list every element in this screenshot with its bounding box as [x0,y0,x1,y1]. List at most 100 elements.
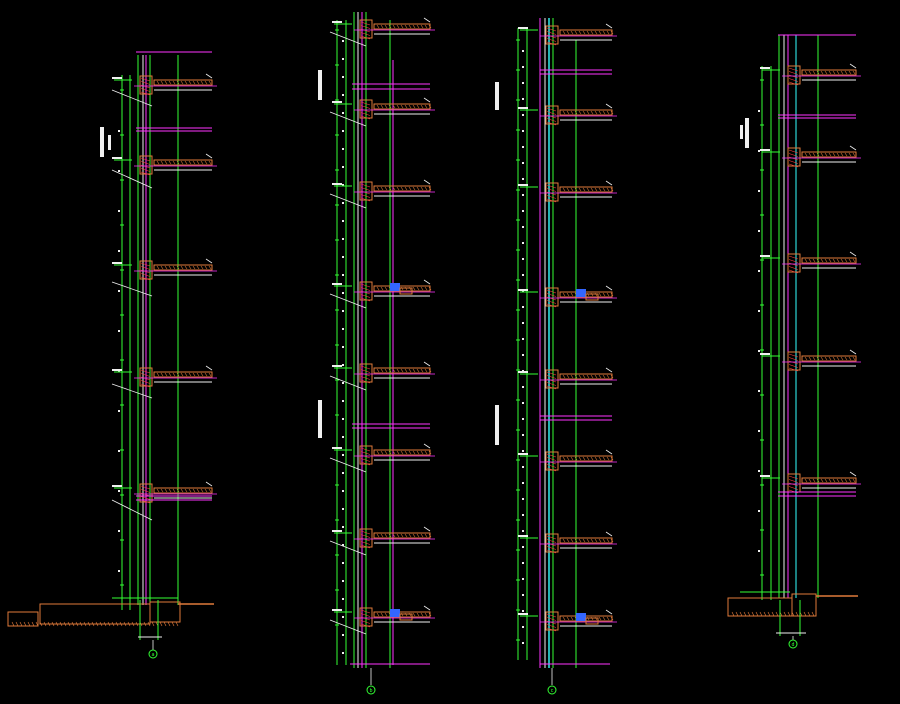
slab-hatch [586,456,590,461]
slab-hatch [804,478,808,483]
slab-hatch [404,368,408,373]
slab-hatch [404,450,408,455]
footing-hatch [803,611,807,617]
beam-hatch [788,67,799,72]
axis-label: b [369,688,372,694]
slab-hatch [404,104,408,109]
slab-hatch [416,612,420,617]
beam-hatch [546,464,557,468]
dimension-mark [522,354,524,356]
floor-slab [760,251,861,274]
floor-slab [112,153,217,176]
beam-hatch [788,71,799,75]
footing-hatch [131,621,135,627]
dimension-mark [118,250,120,252]
level-tag [760,353,770,355]
slab-hatch [848,258,852,263]
floor-slab [760,471,861,494]
slab-hatch [396,533,400,538]
slab-hatch [852,356,856,361]
dimension-mark [522,578,524,580]
beam-outline [545,451,559,471]
slab-hatch [180,160,184,165]
window-frame [576,289,586,297]
beam-hatch [788,262,799,267]
slab-hatch [404,533,408,538]
beam-hatch [788,269,799,274]
floor-slab [112,481,217,504]
footing-hatch [63,621,67,627]
footing-hatch [771,611,775,617]
leader-line [849,145,857,151]
foundation-footing [727,591,858,640]
slab-hatch [578,374,582,379]
slab-hatch [160,160,164,165]
dimension-mark [522,530,524,532]
footing-hatch [99,621,103,627]
slab-hatch [590,374,594,379]
slab-hatch [208,488,212,493]
beam-hatch [788,364,799,368]
slab-hatch [586,110,590,115]
dimension-mark [522,146,524,148]
slab-hatch [204,80,208,85]
footing-hatch [791,611,795,617]
slab-hatch [566,110,570,115]
beam-hatch [360,197,371,202]
leader-line [205,258,213,264]
footing-hatch [59,621,63,627]
dimension-mark [522,66,524,68]
slab-hatch [428,368,432,373]
footing-hatch [55,621,59,627]
footing-hatch [735,611,739,617]
floor-slab [518,103,617,126]
leader-line [423,443,431,449]
slab-hatch [804,356,808,361]
slab-hatch [598,616,602,621]
slab-hatch [590,187,594,192]
beam-hatch [546,617,557,621]
beam-hatch [140,84,151,89]
slab-hatch [606,374,610,379]
level-tag [332,609,342,611]
beam-hatch [546,535,557,540]
slab-hatch [380,533,384,538]
slab-hatch [412,450,416,455]
slab-hatch [400,533,404,538]
slab-hatch [388,450,392,455]
slab-hatch [376,24,380,29]
dimension-mark [342,112,344,114]
sill-outline [399,613,413,621]
beam-hatch [140,496,151,500]
slab-hatch [606,292,610,297]
beam-hatch [546,118,557,122]
slab-hatch [602,538,606,543]
slab-hatch [586,374,590,379]
slab-hatch [204,265,208,270]
axis-label: a [151,652,154,658]
slab-hatch [184,372,188,377]
footing-hatch [51,621,55,627]
slab-hatch [160,372,164,377]
footing-hatch [67,621,71,627]
leader-line [329,293,367,309]
beam-hatch [546,371,557,376]
slab-hatch [420,450,424,455]
slab-hatch [164,265,168,270]
dimension-mark [342,292,344,294]
beam-hatch [360,609,371,614]
slab-hatch [820,70,824,75]
leader-line [329,375,367,391]
footing-hatch [743,611,747,617]
slab-hatch [562,616,566,621]
level-tag [518,289,528,291]
dimension-mark [342,562,344,564]
footing-hatch [83,621,87,627]
beam-hatch [546,300,557,304]
slab-hatch [416,450,420,455]
beam-outline [139,75,153,95]
slab-hatch [428,186,432,191]
beam-hatch [788,163,799,168]
